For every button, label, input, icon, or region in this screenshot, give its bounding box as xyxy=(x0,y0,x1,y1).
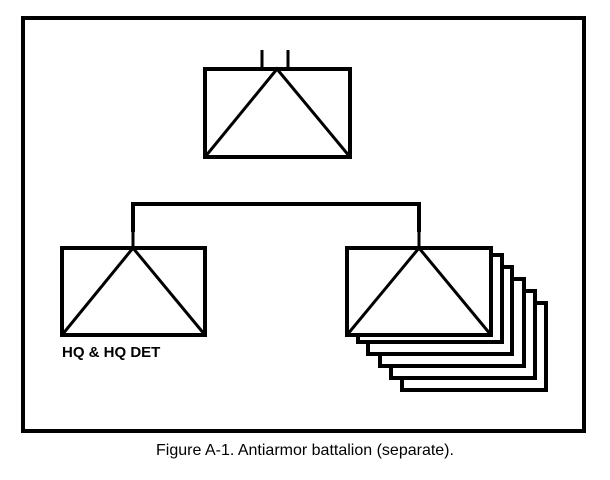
figure-frame xyxy=(21,16,586,433)
antiarmor-symbol xyxy=(203,66,352,158)
battalion-unit-symbol xyxy=(203,50,352,159)
figure-caption: Figure A-1. Antiarmor battalion (separat… xyxy=(156,442,454,459)
company-unit-symbol xyxy=(345,232,493,337)
antiarmor-symbol xyxy=(60,245,207,336)
hq-det-unit-symbol xyxy=(60,232,207,337)
hq-det-label: HQ & HQ DET xyxy=(62,344,160,361)
antiarmor-symbol xyxy=(345,245,493,336)
connector-line xyxy=(131,202,421,232)
